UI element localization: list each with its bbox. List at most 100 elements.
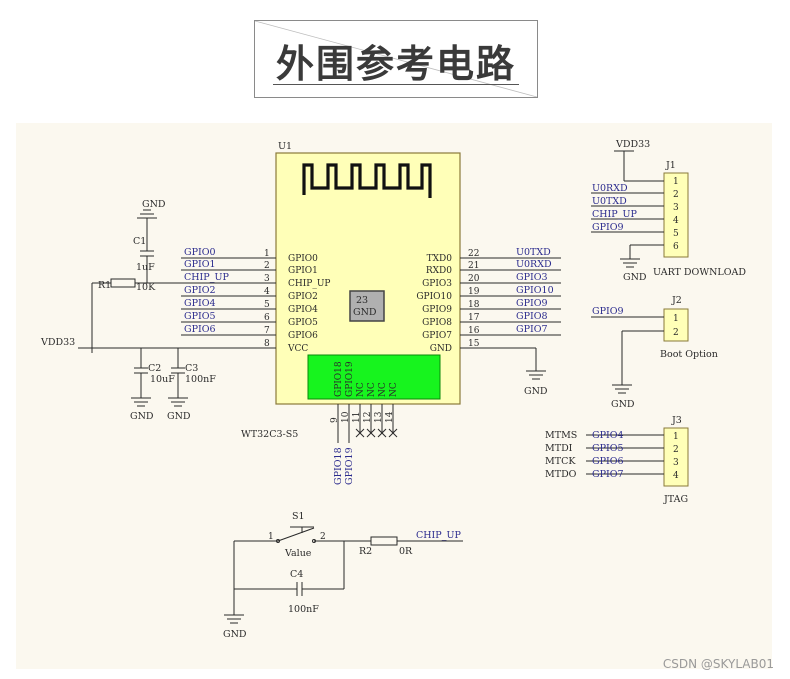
c2-value: 10uF [150,374,175,385]
label-module-right_pins-4-num: 18 [468,300,480,310]
j1-wires [591,150,664,268]
gnd-label-j1: GND [623,272,647,283]
c2-ref: C2 [148,363,161,374]
j3-body [663,427,689,487]
s1-ref: S1 [292,511,305,522]
label-module-left_pins-3-net: GPIO2 [184,285,216,296]
j1-caption: UART DOWNLOAD [653,267,746,278]
label-module-left_pins-3-num: 4 [264,287,270,297]
vdd-label-j1: VDD33 [615,139,650,150]
label-j3-pins-1-num: 2 [673,445,679,455]
label-module-left_pins-5-name: GPIO5 [288,318,318,328]
label-module-bottom_pins-0-net: GPIO18 [333,447,344,485]
label-module-right_pins-3-name: GPIO10 [416,292,452,302]
label-module-left_pins-4-name: GPIO4 [288,305,318,315]
label-j3-pins-2-num: 3 [673,458,679,468]
gnd-symbol-c1 [137,209,157,219]
label-module-right_pins-2-name: GPIO3 [422,279,452,289]
module-ref: U1 [278,141,292,152]
label-module-right_pins-4-name: GPIO9 [422,305,452,315]
gnd-pad-num: 23 [356,295,368,306]
label-j1-pins-2-num: 3 [673,203,679,213]
label-module-left_pins-0-name: GPIO0 [288,254,318,264]
r1-ref: R1 [98,280,111,291]
s1-pin2: 2 [320,532,326,542]
label-module-right_pins-6-net: GPIO7 [516,324,548,335]
label-j1-pins-1-net: U0RXD [592,183,628,194]
label-j3-pins-3-num: 4 [673,471,679,481]
label-module-left_pins-3-name: GPIO2 [288,292,318,302]
gnd-symbols-c2-c3 [131,397,188,407]
module-name: WT32C3-S5 [241,429,298,440]
gnd-label-c3: GND [167,411,191,422]
label-module-left_pins-1-num: 2 [264,261,270,271]
label-j3-pins-0-net: GPIO4 [592,430,624,441]
label-module-right_pins-5-name: GPIO8 [422,318,452,328]
label-module-right_pins-3-num: 19 [468,287,480,297]
bottom-pin-lines [337,404,394,443]
label-j1-pins-3-num: 4 [673,216,679,226]
j2-pin2: 2 [673,328,679,338]
label-module-right_pins-1-num: 21 [468,261,479,271]
label-j3-pins-3-net: GPIO7 [592,469,624,480]
c4-ref: C4 [290,569,303,580]
gnd-label-j2: GND [611,399,635,410]
j1-body [663,172,689,258]
label-j3-pins-1-sig: MTDI [545,443,573,454]
label-j1-pins-4-num: 5 [673,229,679,239]
label-module-bottom_pins-0-num: 9 [330,417,340,423]
gnd-label-c1: GND [142,199,166,210]
j2-wires [591,316,664,394]
label-module-right_pins-6-num: 16 [468,326,480,336]
c1-capacitor [140,218,154,283]
vdd-label-left: VDD33 [40,337,75,348]
j1-ref: J1 [665,160,676,171]
right-pin-lines [460,257,561,371]
antenna-trace [302,163,432,198]
label-module-left_pins-7-name: VCC [287,344,308,354]
page-title: 外围参考电路 [275,42,516,86]
label-module-right_pins-0-net: U0TXD [516,247,551,258]
label-module-bottom_pins-2-num: 11 [352,412,362,423]
gnd-pad-name: GND [353,307,377,318]
label-module-left_pins-0-num: 1 [264,249,270,259]
label-module-right_pins-2-num: 20 [468,274,480,284]
label-j1-pins-5-num: 6 [673,242,679,252]
j3-wires [586,434,664,475]
r1-resistor [91,278,181,348]
j2-body [663,308,689,342]
label-module-right_pins-6-name: GPIO7 [422,331,452,341]
label-module-bottom_pins-3-num: 12 [363,412,373,423]
label-module-bottom_pins-3-name: NC [367,382,377,397]
gnd-pad [349,290,385,322]
label-module-right_pins-0-name: TXD0 [427,254,453,264]
c1-value: 1uF [136,262,155,273]
c4-value: 100nF [288,604,319,615]
schematic-sheet: U1 23 GND WT32C3-S5 GPIO0 GPIO1 CHIP_UP … [16,123,772,669]
label-j1-pins-1-num: 2 [673,190,679,200]
title-underline [273,84,519,85]
label-module-right_pins-1-name: RXD0 [426,266,452,276]
s1-pin1: 1 [268,532,274,542]
c3-value: 100nF [185,374,216,385]
left-pin-lines [92,257,276,349]
c1-ref: C1 [133,236,146,247]
label-module-left_pins-4-num: 5 [264,300,270,310]
label-j3-pins-2-net: GPIO6 [592,456,624,467]
c3-ref: C3 [185,363,198,374]
label-module-right_pins-0-num: 22 [468,249,479,259]
nc-crosses [355,428,398,438]
label-module-bottom_pins-0-name: GPIO18 [334,361,344,397]
s1-value: Value [284,548,312,559]
reset-circuit [224,526,463,624]
label-module-bottom_pins-4-num: 13 [374,411,384,423]
label-j1-pins-3-net: CHIP_UP [592,209,637,220]
label-module-right_pins-2-net: GPIO3 [516,272,548,283]
watermark: CSDN @SKYLAB01 [662,657,774,671]
j1-pin-texts: 1 2 3 4 5 6 U0RXD U0TXD CHIP_UP GPIO9 [592,177,679,252]
left-pin-texts: GPIO0 GPIO1 CHIP_UP GPIO2 GPIO4 GPIO5 GP… [184,247,331,354]
j3-caption: JTAG [663,494,688,505]
label-module-right_pins-3-net: GPIO10 [516,285,554,296]
label-module-bottom_pins-5-name: NC [389,382,399,397]
r2-ref: R2 [359,546,372,557]
